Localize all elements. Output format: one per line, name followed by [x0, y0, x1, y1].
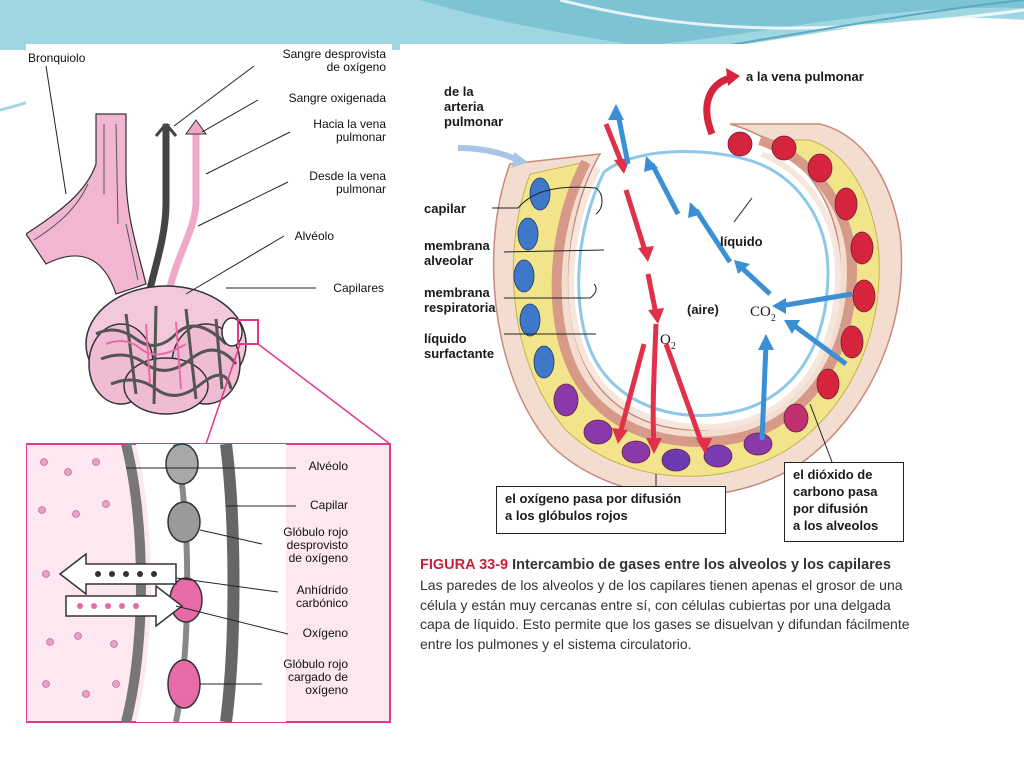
inset-detail — [26, 442, 391, 724]
co2-arrows — [615, 113, 853, 441]
label-desde-vena: Desde la vena pulmonar — [309, 169, 386, 196]
caption-figure-number: FIGURA 33-9 — [420, 557, 509, 573]
caption-body: Las paredes de los alveolos y de los cap… — [420, 577, 910, 652]
o2-formula: O2 — [660, 332, 676, 352]
bronchiole-tube — [26, 113, 147, 295]
label-alveolo-top: Alvéolo — [294, 229, 334, 243]
oxygen-arrows — [603, 123, 705, 445]
air-space — [577, 149, 830, 417]
label-membrana-alveolar: membrana alveolar — [424, 238, 490, 268]
label-membrana-respiratoria: membrana respiratoria — [424, 285, 496, 315]
alveoli-cluster-illustration — [26, 65, 391, 724]
vein-outflow-arrow — [703, 74, 732, 136]
inset-label-alveolo: Alvéolo — [308, 459, 348, 473]
inset-label-anhidrido: Anhídrido carbónico — [295, 583, 348, 610]
left-figure-panel: Bronquiolo Sangre desprovista de oxígeno… — [26, 44, 392, 724]
inset-label-capilar: Capilar — [309, 498, 348, 512]
label-bronquiolo: Bronquiolo — [28, 51, 86, 65]
figure-caption: FIGURA 33-9 Intercambio de gases entre l… — [420, 556, 924, 654]
box-oxigeno-difusion: el oxígeno pasa por difusión a los glóbu… — [496, 486, 726, 534]
inset-label-oxigeno: Oxígeno — [302, 626, 348, 640]
label-sangre-oxigenada: Sangre oxigenada — [288, 91, 386, 105]
label-liquido-surfactante: líquido surfactante — [424, 331, 495, 361]
magnify-box — [237, 319, 259, 345]
label-vena: a la vena pulmonar — [746, 69, 864, 84]
artery-inflow-arrow — [457, 145, 520, 163]
label-capilar: capilar — [424, 201, 466, 216]
capillary-cells — [165, 443, 203, 709]
label-arteria: de la arteria pulmonar — [444, 84, 504, 129]
label-capilares: Capilares — [333, 281, 384, 295]
oxygenated-vessel — [162, 130, 200, 305]
label-aire: (aire) — [687, 302, 719, 317]
caption-title: FIGURA 33-9 Intercambio de gases entre l… — [420, 556, 924, 575]
label-liquido: líquido — [720, 234, 763, 249]
inset-label-globulo-cargado: Glóbulo rojo cargado de oxígeno — [283, 657, 348, 697]
co2-arrow — [58, 552, 177, 596]
label-hacia-vena: Hacia la vena pulmonar — [313, 117, 386, 144]
box-dioxido-difusion: el dióxido de carbono pasa por difusión … — [784, 462, 904, 542]
right-figure-panel: CO2 O2 de la arteria pulmonar a la vena … — [400, 44, 968, 724]
alveolar-cluster — [85, 285, 247, 415]
co2-formula: CO2 — [750, 304, 776, 324]
deoxygenated-vessel — [142, 124, 170, 305]
caption-title-text: Intercambio de gases entre los alveolos … — [512, 557, 891, 573]
alveolus-cross-section: CO2 O2 — [457, 68, 903, 497]
label-sangre-desprovista: Sangre desprovista de oxígeno — [282, 47, 386, 74]
blood-cells — [513, 131, 876, 472]
inset-label-globulo-desprovisto: Glóbulo rojo desprovisto de oxígeno — [283, 525, 348, 565]
